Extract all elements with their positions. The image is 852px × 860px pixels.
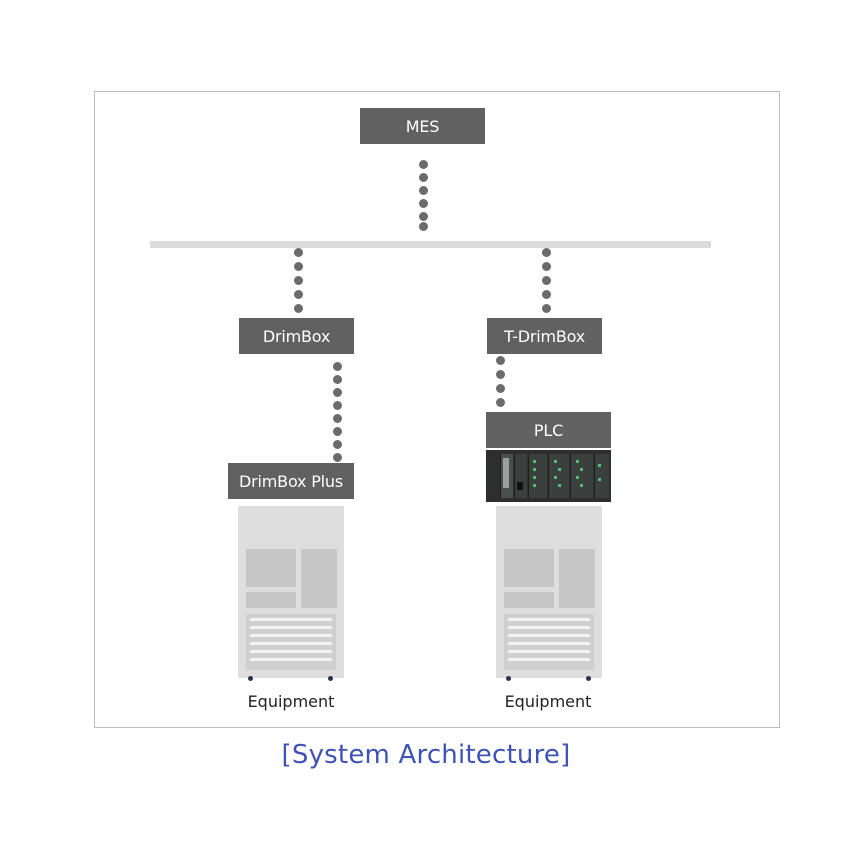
- equipment-label-left: Equipment: [247, 692, 335, 711]
- link-bus-tdrimbox: [542, 248, 554, 318]
- network-bus: [150, 241, 711, 248]
- plc-hardware-image: [486, 450, 611, 502]
- plc-node: PLC: [486, 412, 611, 448]
- equipment-label-right: Equipment: [504, 692, 592, 711]
- link-mes-bus: [419, 160, 431, 231]
- diagram-frame: [94, 91, 780, 728]
- link-bus-drimbox: [294, 248, 306, 318]
- drimbox-plus-node: DrimBox Plus: [228, 463, 354, 499]
- link-tdrimbox-plc: [496, 356, 508, 416]
- equipment-cabinet-left: [238, 506, 344, 681]
- drimbox-node: DrimBox: [239, 318, 354, 354]
- equipment-cabinet-right: [496, 506, 602, 681]
- link-drimbox-drimbox-plus: [333, 362, 345, 462]
- mes-node: MES: [360, 108, 485, 144]
- diagram-caption: [System Architecture]: [281, 740, 571, 770]
- t-drimbox-node: T-DrimBox: [487, 318, 602, 354]
